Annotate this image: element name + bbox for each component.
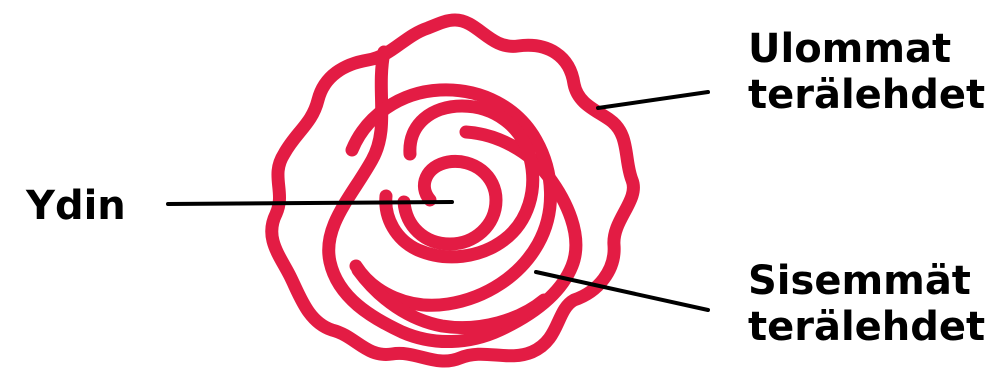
rose-illustration <box>272 20 634 361</box>
label-outer-petals-line2: terälehdet <box>748 72 985 118</box>
label-core-text: Ydin <box>26 183 126 229</box>
outer-petals-ring <box>272 20 634 361</box>
label-outer-petals-line1: Ulommat <box>748 26 985 72</box>
label-inner-petals: Sisemmät terälehdet <box>748 258 985 350</box>
label-inner-petals-line2: terälehdet <box>748 304 985 350</box>
label-outer-petals: Ulommat terälehdet <box>748 26 985 118</box>
label-core: Ydin <box>26 183 126 229</box>
label-inner-petals-line1: Sisemmät <box>748 258 985 304</box>
inner-petal-outline <box>386 106 533 257</box>
leader-line-outer-petals <box>598 92 708 108</box>
leader-line-core <box>168 202 452 204</box>
